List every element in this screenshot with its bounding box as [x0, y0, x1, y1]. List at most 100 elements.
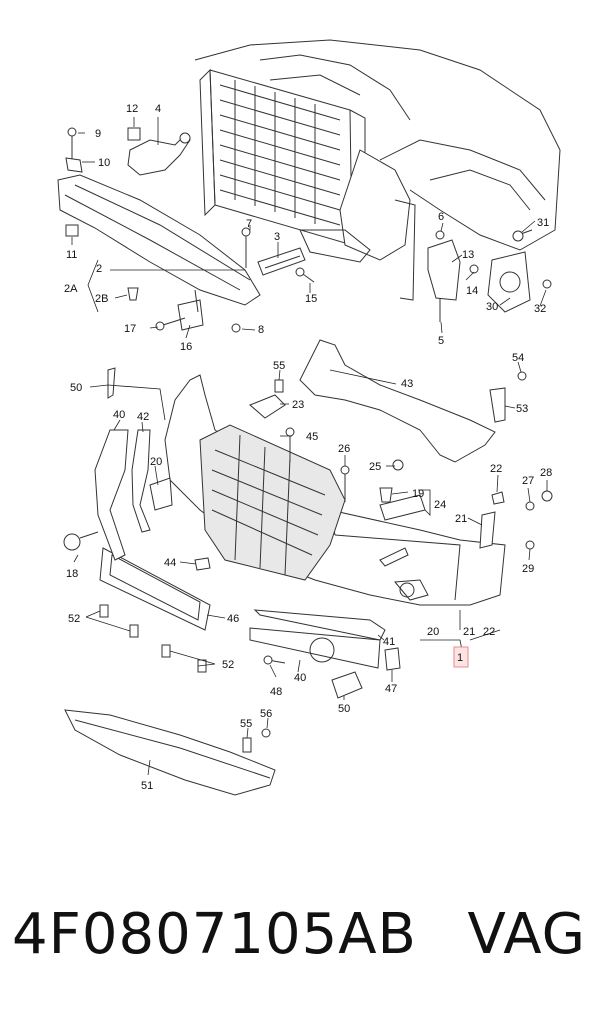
cover-40: [94, 429, 129, 561]
clip-52-lower: [161, 644, 207, 673]
callout-23: 23: [292, 399, 304, 411]
callout-27: 27: [522, 475, 534, 487]
callout-40-top: 40: [113, 409, 125, 421]
towing-eye-18: [63, 531, 99, 551]
callout-16: 16: [180, 341, 192, 353]
clip-2B: [127, 287, 139, 301]
callout-18: 18: [66, 568, 78, 580]
callout-43: 43: [401, 378, 413, 390]
bracket-10: [65, 157, 83, 173]
callout-22-right: 22: [483, 626, 495, 638]
screw-48: [263, 655, 286, 665]
clip-52-upper: [99, 604, 139, 638]
parts-diagram: 12 4 9 10 11 7 3 2 2A 2B 15 17 16 8 6 13…: [57, 39, 561, 796]
footer: 4F0807105AB VAG: [0, 890, 600, 990]
callout-labels: 12 4 9 10 11 7 3 2 2A 2B 15 17 16 8 6 13…: [64, 103, 552, 792]
callout-51: 51: [141, 780, 153, 792]
callout-6: 6: [438, 211, 444, 223]
highlight-box-part-1: [453, 646, 469, 668]
bolt-7: [241, 227, 251, 268]
bracket-30: [487, 251, 531, 313]
sensor-3: [257, 247, 306, 276]
callout-47: 47: [385, 683, 397, 695]
nut-12: [127, 127, 141, 141]
impact-bar: [57, 174, 261, 306]
callout-21-right: 21: [463, 626, 475, 638]
cap-50-lower: [331, 671, 363, 699]
screw-54: [517, 371, 527, 381]
callout-2B: 2B: [95, 293, 108, 305]
callout-30: 30: [486, 301, 498, 313]
screw-17: [155, 317, 186, 331]
callout-55-bottom: 55: [240, 718, 252, 730]
brand-label: VAG: [467, 902, 586, 967]
grille-40-lower: [249, 627, 381, 669]
callout-26: 26: [338, 443, 350, 455]
callout-28: 28: [540, 467, 552, 479]
spoiler-51: [64, 709, 276, 796]
callout-45: 45: [306, 431, 318, 443]
callout-5: 5: [438, 335, 444, 347]
clip-47: [384, 647, 401, 671]
callout-15: 15: [305, 293, 317, 305]
screw-15: [295, 267, 315, 283]
clip-28: [541, 490, 553, 502]
plate-holder-46: [99, 547, 211, 631]
callout-4: 4: [155, 103, 161, 115]
lock-carrier-bracket: [299, 149, 416, 301]
callout-56: 56: [260, 708, 272, 720]
bracket-50: [107, 367, 116, 399]
radiator: [199, 68, 366, 251]
callout-29: 29: [522, 563, 534, 575]
crash-box-4: [127, 132, 191, 176]
cover-42: [131, 429, 151, 533]
callout-55-top: 55: [273, 360, 285, 372]
screw-14: [469, 264, 479, 274]
callout-20-left: 20: [150, 456, 162, 468]
grille-46-frame: [199, 424, 346, 581]
clip-27: [525, 501, 535, 511]
screw-29: [525, 540, 535, 550]
clip-55-top: [274, 379, 284, 393]
callout-7: 7: [246, 218, 252, 230]
callout-52-bottom: 52: [222, 659, 234, 671]
engine-bay-outline: [194, 39, 561, 251]
nut-8: [231, 323, 241, 333]
callout-48: 48: [270, 686, 282, 698]
clip-44: [194, 557, 211, 571]
callout-21-mid: 21: [455, 513, 467, 525]
bracket-21: [479, 511, 496, 549]
callout-50-top: 50: [70, 382, 82, 394]
clip-55-bottom: [242, 737, 252, 753]
screw-56: [261, 728, 271, 738]
callout-2: 2: [96, 263, 102, 275]
callout-50-bottom: 50: [338, 703, 350, 715]
callout-14: 14: [466, 285, 478, 297]
nut-6: [435, 230, 445, 240]
callout-54: 54: [512, 352, 524, 364]
callout-24: 24: [434, 499, 446, 511]
callout-31: 31: [537, 217, 549, 229]
callout-44: 44: [164, 557, 176, 569]
callout-40-bottom: 40: [294, 672, 306, 684]
callout-2A: 2A: [64, 283, 78, 295]
callout-20-right: 20: [427, 626, 439, 638]
clip-19: [379, 487, 393, 503]
screw-32: [542, 279, 552, 289]
nut-11: [65, 224, 79, 237]
callout-32: 32: [534, 303, 546, 315]
bracket-23: [249, 394, 286, 419]
bracket-13: [427, 239, 461, 301]
screw-31: [512, 229, 533, 242]
cover-20: [149, 477, 173, 511]
bracket-53: [489, 387, 506, 423]
callout-10: 10: [98, 157, 110, 169]
grille-strip-41: [253, 609, 386, 641]
screw-25: [392, 459, 404, 471]
callout-12: 12: [126, 103, 138, 115]
leader-lines: [71, 117, 548, 776]
callout-11: 11: [66, 249, 77, 261]
callout-53: 53: [516, 403, 528, 415]
callout-9: 9: [95, 128, 101, 140]
callout-8: 8: [258, 324, 264, 336]
